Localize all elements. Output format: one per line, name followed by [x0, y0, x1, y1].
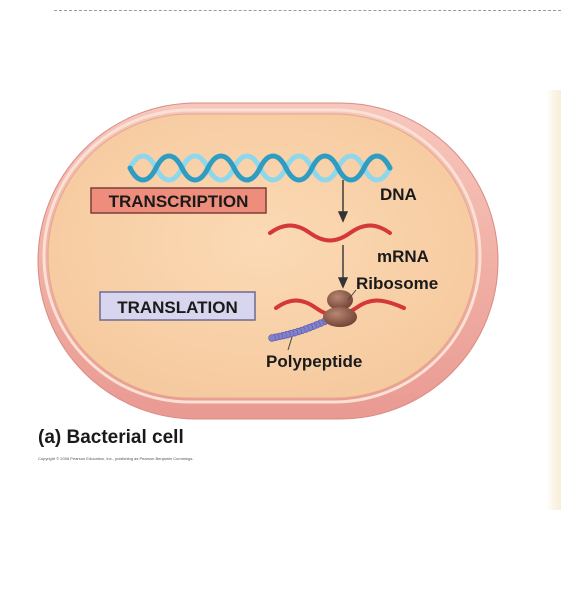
transcription-label: TRANSCRIPTION: [90, 187, 267, 214]
mrna-strand: [268, 223, 392, 243]
copyright-notice: Copyright © 2006 Pearson Education, Inc.…: [38, 456, 194, 461]
amino-acid-bead: [268, 334, 276, 342]
ribosome-label: Ribosome: [356, 274, 438, 293]
figure-caption: (a) Bacterial cell: [38, 427, 184, 448]
adjacent-panel-edge: [546, 90, 561, 510]
mrna-label: mRNA: [377, 247, 429, 266]
arrow-mrna-to-translation: [337, 245, 349, 289]
polypeptide-chain: [268, 316, 332, 342]
dna-helix: [127, 153, 393, 183]
polypeptide-label: Polypeptide: [266, 352, 362, 371]
ribosome: [323, 290, 357, 327]
ribosome-pointer: [347, 289, 357, 301]
arrow-dna-to-mrna: [337, 180, 349, 223]
cytoplasm: [47, 113, 477, 399]
transcription-text: TRANSCRIPTION: [109, 192, 249, 211]
polypeptide-pointer: [287, 336, 293, 351]
top-dashed-rule: [54, 10, 561, 11]
cell-membrane: [42, 108, 482, 404]
dna-label: DNA: [380, 185, 417, 204]
translation-label: TRANSLATION: [99, 291, 256, 321]
translation-text: TRANSLATION: [117, 298, 238, 317]
